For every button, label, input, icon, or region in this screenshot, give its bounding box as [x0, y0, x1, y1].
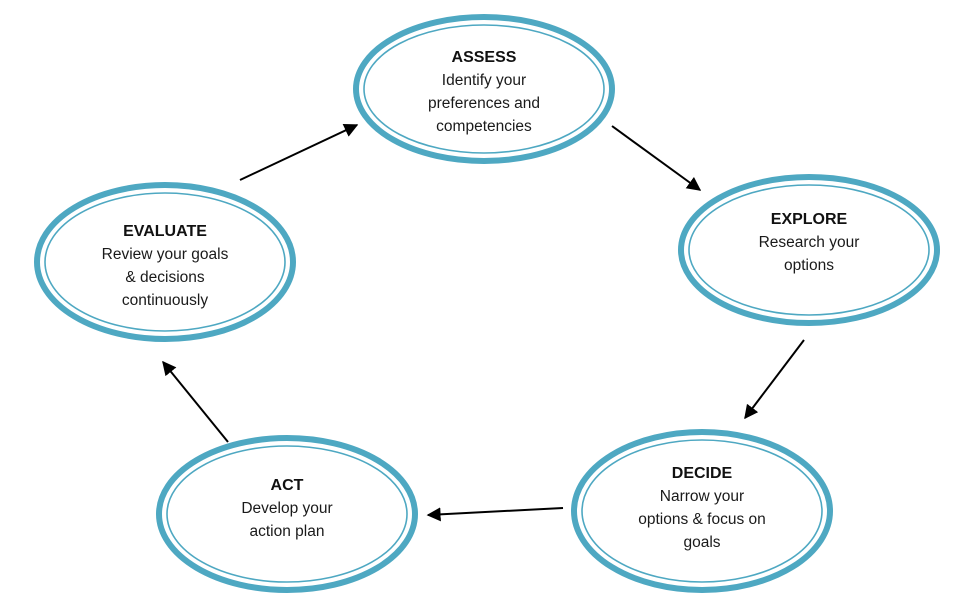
- node-assess: ASSESS Identify your preferences and com…: [353, 14, 615, 164]
- node-decide-outer-ring: [571, 429, 833, 593]
- node-decide-inner-ring: [581, 439, 823, 583]
- arrow-evaluate-to-assess: [239, 124, 359, 181]
- node-evaluate: EVALUATE Review your goals & decisions c…: [34, 182, 296, 342]
- node-act-outer-ring: [156, 435, 418, 593]
- node-act-inner-ring: [166, 445, 408, 583]
- arrow-decide-to-act: [426, 507, 564, 522]
- arrow-explore-to-decide: [744, 339, 805, 420]
- arrow-act-to-evaluate: [162, 360, 229, 443]
- node-explore-inner-ring: [688, 184, 930, 316]
- arrows-group: [162, 124, 805, 522]
- node-decide-title: DECIDE: [672, 465, 733, 482]
- node-assess-line-3: competencies: [436, 118, 532, 135]
- node-act-title: ACT: [271, 477, 304, 494]
- node-explore-line-2: options: [784, 257, 834, 274]
- node-assess-outer-ring: [353, 14, 615, 164]
- node-evaluate-inner-ring: [44, 192, 286, 332]
- node-evaluate-outer-ring: [34, 182, 296, 342]
- node-decide-line-3: goals: [683, 534, 720, 551]
- node-explore-outer-ring: [678, 174, 940, 326]
- node-decide: DECIDE Narrow your options & focus on go…: [571, 429, 833, 593]
- node-evaluate-title: EVALUATE: [123, 223, 207, 240]
- node-explore-line-1: Research your: [759, 234, 860, 251]
- node-act: ACT Develop your action plan: [156, 435, 418, 593]
- node-evaluate-line-3: continuously: [122, 292, 208, 309]
- node-explore-title: EXPLORE: [771, 211, 848, 228]
- node-decide-line-1: Narrow your: [660, 488, 744, 505]
- node-decide-line-2: options & focus on: [638, 511, 766, 528]
- arrow-assess-to-explore: [611, 125, 702, 191]
- node-explore: EXPLORE Research your options: [678, 174, 940, 326]
- node-assess-line-2: preferences and: [428, 95, 540, 112]
- node-evaluate-line-1: Review your goals: [102, 246, 229, 263]
- node-act-line-2: action plan: [250, 523, 325, 540]
- node-assess-title: ASSESS: [452, 49, 517, 66]
- node-assess-line-1: Identify your: [442, 72, 526, 89]
- node-assess-inner-ring: [363, 24, 605, 154]
- node-act-line-1: Develop your: [241, 500, 332, 517]
- node-evaluate-line-2: & decisions: [125, 269, 205, 286]
